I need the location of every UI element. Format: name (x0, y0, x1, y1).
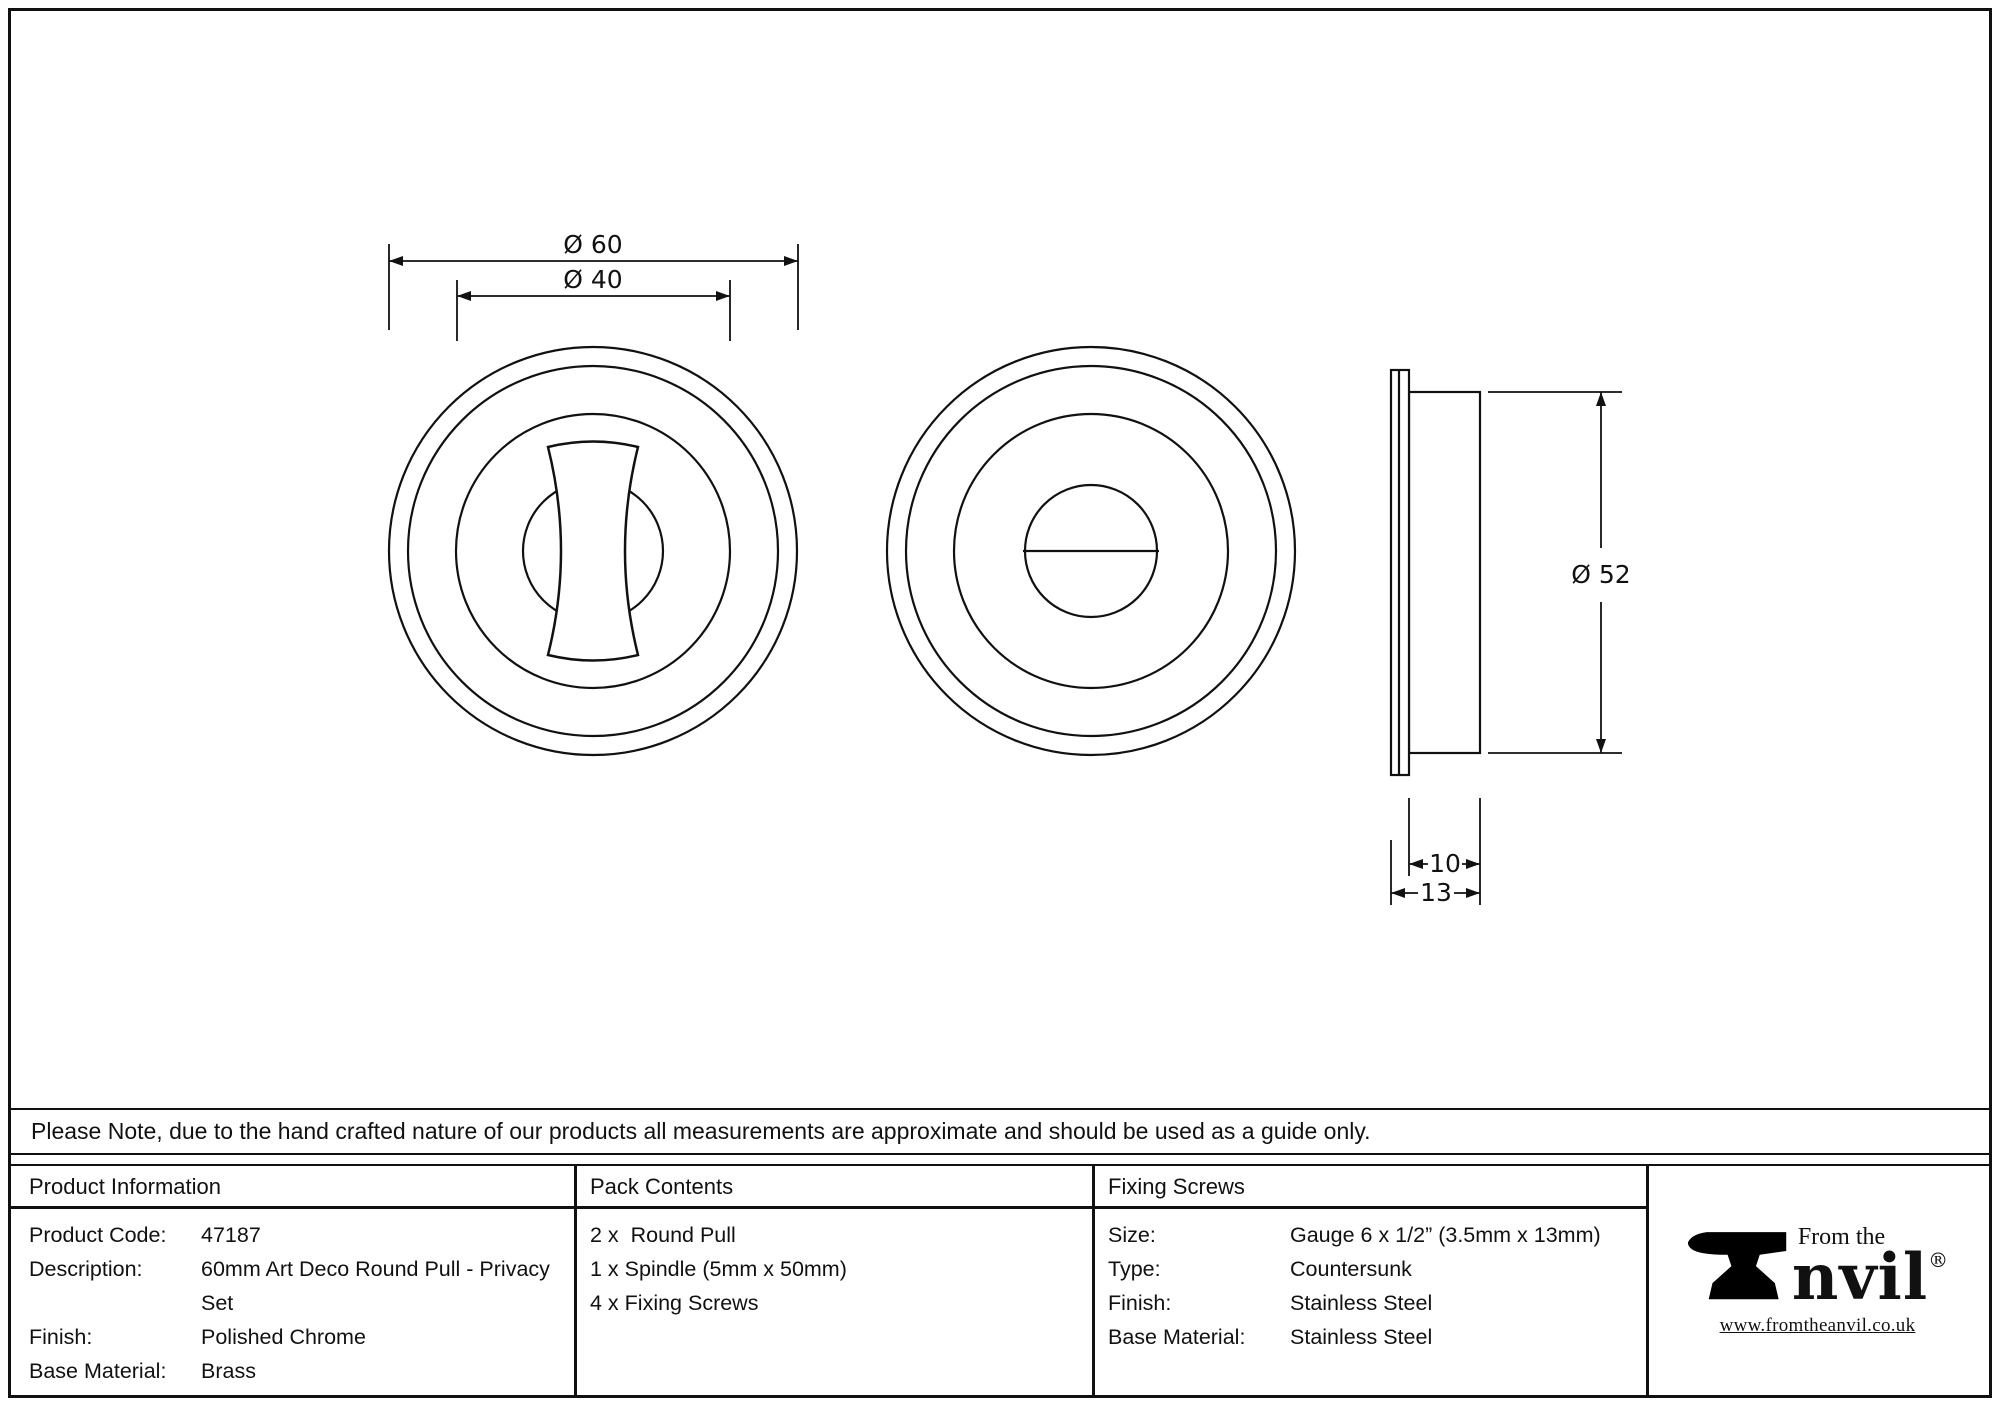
row-label: Base Material: (29, 1359, 167, 1383)
logo-name-rest: nvil (1791, 1239, 1929, 1315)
release-outer-circle (885, 345, 1297, 757)
pack-contents-block: 2 x Round Pull 1 x Spindle (5mm x 50mm) … (590, 1218, 847, 1320)
row-value: Stainless Steel (1290, 1325, 1433, 1349)
logo-website: www.fromtheanvil.co.uk (1719, 1314, 1916, 1336)
dimension-inner-diameter (456, 280, 731, 341)
row-label: Size: (1108, 1223, 1156, 1247)
spec-table: Product Information Pack Contents Fixing… (11, 1164, 1989, 1395)
anvil-icon (1687, 1231, 1787, 1299)
arrowhead (1391, 888, 1405, 898)
front-view-release (885, 345, 1297, 757)
pack-item: 1 x Spindle (5mm x 50mm) (590, 1257, 847, 1281)
row-label: Type: (1108, 1257, 1161, 1281)
row-label: Finish: (29, 1325, 93, 1349)
column-divider (574, 1166, 577, 1395)
fixing-screws-block: Size: Gauge 6 x 1/2” (3.5mm x 13mm) Type… (1108, 1218, 1646, 1354)
row-value: 47187 (201, 1223, 261, 1247)
row-value: Countersunk (1290, 1257, 1412, 1281)
fixing-screws-header: Fixing Screws (1108, 1174, 1245, 1199)
row-label: Finish: (1108, 1291, 1172, 1315)
table-row: Description: 60mm Art Deco Round Pull - … (29, 1252, 569, 1320)
row-label: Product Code: (29, 1223, 167, 1247)
arrowhead (784, 256, 798, 266)
anvil-logo: From the nvil ® (1686, 1225, 1949, 1311)
table-row: Base Material: Brass (29, 1354, 569, 1388)
dimension-body-depth (1408, 798, 1481, 905)
front-outer-circle (387, 345, 799, 757)
pack-item: 2 x Round Pull (590, 1223, 736, 1247)
brand-logo-cell: From the nvil ® www.fromtheanvil.co.uk (1646, 1166, 1989, 1395)
row-value: Stainless Steel (1290, 1291, 1433, 1315)
front-view-thumbturn (387, 345, 799, 757)
dim-label-body-depth: 10 (1429, 849, 1461, 878)
arrowhead (389, 256, 403, 266)
header-divider (11, 1206, 1646, 1209)
pack-item: 4 x Fixing Screws (590, 1291, 759, 1315)
note-text: Please Note, due to the hand crafted nat… (31, 1118, 1371, 1144)
note-bar: Please Note, due to the hand crafted nat… (11, 1108, 1989, 1155)
arrowhead (1596, 739, 1606, 753)
product-information-header: Product Information (29, 1174, 221, 1199)
column-divider (1092, 1166, 1095, 1395)
arrowhead (716, 291, 730, 301)
front-rim-circle (406, 364, 780, 738)
thumbturn-lever (546, 440, 640, 662)
table-row: Base Material: Stainless Steel (1108, 1320, 1646, 1354)
table-row: Finish: Polished Chrome (29, 1320, 569, 1354)
arrowhead (1596, 392, 1606, 406)
registered-mark: ® (1928, 1247, 1950, 1272)
pack-contents-header: Pack Contents (590, 1174, 734, 1199)
row-value: Polished Chrome (201, 1325, 366, 1349)
release-inner-circle (952, 412, 1230, 690)
table-row: Product Code: 47187 (29, 1218, 569, 1252)
row-value: Brass (201, 1359, 256, 1383)
row-label: Description: (29, 1257, 143, 1281)
column-divider (1646, 1166, 1649, 1395)
dimension-total-depth (1390, 840, 1480, 905)
dim-label-outer: Ø 60 (563, 230, 622, 259)
row-label: Base Material: (1108, 1325, 1246, 1349)
release-rim-circle (904, 364, 1278, 738)
row-value: Gauge 6 x 1/2” (3.5mm x 13mm) (1290, 1223, 1601, 1247)
dimension-outer-diameter (388, 244, 799, 330)
arrowhead (1466, 859, 1480, 869)
dimension-side-diameter (1488, 391, 1622, 754)
row-value: 60mm Art Deco Round Pull - Privacy Set (201, 1257, 550, 1315)
product-information-block: Product Code: 47187 Description: 60mm Ar… (29, 1218, 569, 1388)
arrowhead (457, 291, 471, 301)
logo-text: From the nvil ® (1791, 1223, 1950, 1315)
side-body (1407, 390, 1482, 755)
arrowhead (1466, 888, 1480, 898)
logo-wordmark: nvil ® (1791, 1239, 1950, 1315)
dim-label-side-diameter: Ø 52 (1571, 560, 1630, 589)
sheet-border (8, 8, 1992, 1398)
logo-tagline: From the (1797, 1223, 1886, 1250)
table-row: Finish: Stainless Steel (1108, 1286, 1646, 1320)
dim-label-inner: Ø 40 (563, 265, 622, 294)
side-view (1389, 368, 1482, 777)
table-row: Size: Gauge 6 x 1/2” (3.5mm x 13mm) (1108, 1218, 1646, 1252)
front-inner-circle (454, 412, 732, 690)
arrowhead (1409, 859, 1423, 869)
dim-label-total-depth: 13 (1420, 878, 1452, 907)
table-row: Type: Countersunk (1108, 1252, 1646, 1286)
